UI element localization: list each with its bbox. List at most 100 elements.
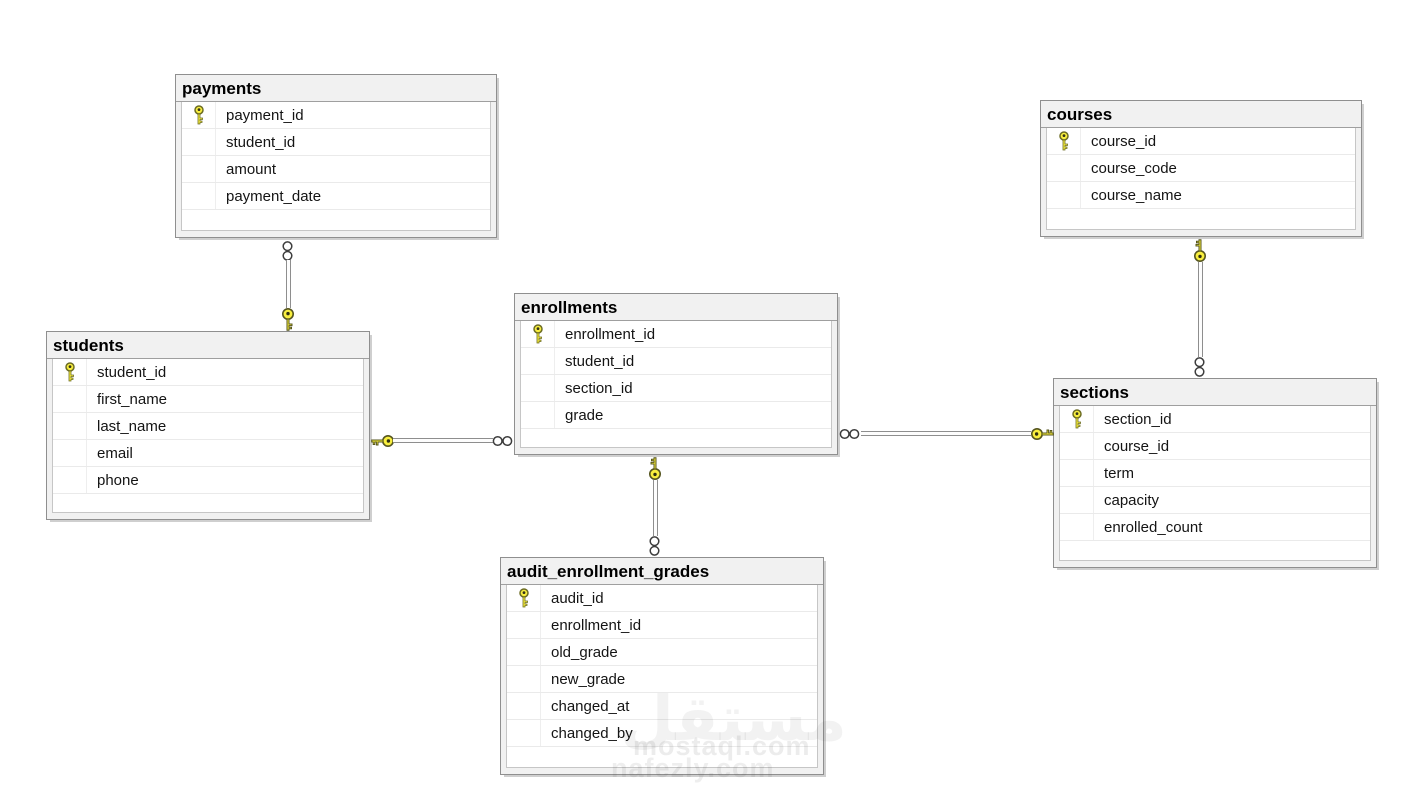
column-row[interactable]: audit_id <box>507 585 817 612</box>
column-row[interactable]: course_code <box>1047 155 1355 182</box>
key-cell <box>1060 514 1094 540</box>
column-name: course_id <box>1091 132 1157 150</box>
column-row[interactable]: capacity <box>1060 487 1370 514</box>
primary-key-icon <box>193 105 204 125</box>
rel-enrollments-sections-line[interactable] <box>861 431 1031 436</box>
column-row[interactable]: payment_id <box>182 102 490 129</box>
table-sections[interactable]: sections section_id course_id term capac… <box>1053 378 1377 568</box>
key-cell <box>521 375 555 401</box>
column-name: section_id <box>1104 410 1172 428</box>
key-cell <box>507 612 541 638</box>
column-row[interactable]: new_grade <box>507 666 817 693</box>
table-title: audit_enrollment_grades <box>501 558 823 585</box>
rel-courses-sections-line[interactable] <box>1198 262 1203 357</box>
column-row[interactable]: changed_at <box>507 693 817 720</box>
rel-enrollments-sections-key-icon <box>1031 427 1054 441</box>
column-row[interactable]: last_name <box>53 413 363 440</box>
rel-students-enrollments-many-infinity-icon <box>492 435 513 447</box>
key-cell <box>1060 487 1094 513</box>
table-payments[interactable]: payments payment_id student_id amount pa… <box>175 74 497 238</box>
column-row[interactable]: student_id <box>182 129 490 156</box>
key-cell <box>521 348 555 374</box>
column-row[interactable]: course_id <box>1060 433 1370 460</box>
column-name: email <box>97 444 133 462</box>
key-cell <box>1047 128 1081 154</box>
key-cell <box>182 129 216 155</box>
column-name: enrollment_id <box>565 325 656 343</box>
rel-courses-sections-many-infinity-icon <box>1194 357 1205 377</box>
column-name: payment_date <box>226 187 322 205</box>
key-cell <box>1060 433 1094 459</box>
table-title: courses <box>1041 101 1361 128</box>
rel-courses-sections-key-icon <box>1194 239 1206 263</box>
column-row[interactable]: phone <box>53 467 363 494</box>
rel-enrollments-audit-many-infinity-icon <box>649 536 660 556</box>
column-name: first_name <box>97 390 168 408</box>
key-cell <box>1047 182 1081 208</box>
column-name: last_name <box>97 417 167 435</box>
table-body: section_id course_id term capacity enrol… <box>1059 406 1371 561</box>
column-row[interactable]: payment_date <box>182 183 490 210</box>
table-students[interactable]: students student_id first_name last_name… <box>46 331 370 520</box>
table-body: enrollment_id student_id section_id grad… <box>520 321 832 448</box>
key-cell <box>53 440 87 466</box>
table-body: payment_id student_id amount payment_dat… <box>181 102 491 231</box>
column-name: phone <box>97 471 139 489</box>
column-name: course_code <box>1091 159 1177 177</box>
rel-payments-students-line[interactable] <box>286 260 291 308</box>
column-row[interactable]: course_name <box>1047 182 1355 209</box>
column-row[interactable]: first_name <box>53 386 363 413</box>
column-row[interactable]: course_id <box>1047 128 1355 155</box>
rel-students-enrollments-key-icon <box>371 434 395 448</box>
column-row[interactable]: section_id <box>1060 406 1370 433</box>
column-name: enrolled_count <box>1104 518 1203 536</box>
key-cell <box>507 639 541 665</box>
key-cell <box>507 585 541 611</box>
table-courses[interactable]: courses course_id course_code course_nam… <box>1040 100 1362 237</box>
key-cell <box>182 102 216 128</box>
rel-payments-students-many-infinity-icon <box>282 241 293 261</box>
column-row[interactable]: student_id <box>521 348 831 375</box>
primary-key-icon <box>1058 131 1069 151</box>
column-name: changed_at <box>551 697 630 715</box>
table-title: enrollments <box>515 294 837 321</box>
column-row[interactable]: old_grade <box>507 639 817 666</box>
key-cell <box>1060 406 1094 432</box>
key-cell <box>1060 460 1094 486</box>
column-row[interactable]: enrollment_id <box>521 321 831 348</box>
column-row[interactable]: email <box>53 440 363 467</box>
column-row[interactable]: amount <box>182 156 490 183</box>
key-cell <box>53 467 87 493</box>
rel-students-enrollments-line[interactable] <box>393 438 493 443</box>
primary-key-icon <box>518 588 529 608</box>
column-name: course_id <box>1104 437 1170 455</box>
primary-key-icon <box>1071 409 1082 429</box>
column-name: old_grade <box>551 643 618 661</box>
table-title: students <box>47 332 369 359</box>
key-cell <box>507 666 541 692</box>
column-row[interactable]: changed_by <box>507 720 817 747</box>
rel-enrollments-audit-key-icon <box>648 457 662 481</box>
key-cell <box>53 386 87 412</box>
key-cell <box>521 402 555 428</box>
rel-enrollments-audit-line[interactable] <box>653 480 658 536</box>
column-name: student_id <box>565 352 635 370</box>
key-cell <box>182 156 216 182</box>
column-row[interactable]: enrollment_id <box>507 612 817 639</box>
column-row[interactable]: term <box>1060 460 1370 487</box>
column-name: student_id <box>97 363 167 381</box>
table-audit-enrollment-grades[interactable]: audit_enrollment_grades audit_id enrollm… <box>500 557 824 775</box>
column-row[interactable]: grade <box>521 402 831 429</box>
column-name: enrollment_id <box>551 616 642 634</box>
column-row[interactable]: enrolled_count <box>1060 514 1370 541</box>
key-cell <box>53 413 87 439</box>
table-enrollments[interactable]: enrollments enrollment_id student_id sec… <box>514 293 838 455</box>
column-name: changed_by <box>551 724 633 742</box>
column-row[interactable]: student_id <box>53 359 363 386</box>
table-title: payments <box>176 75 496 102</box>
table-body: course_id course_code course_name <box>1046 128 1356 230</box>
table-title: sections <box>1054 379 1376 406</box>
column-row[interactable]: section_id <box>521 375 831 402</box>
primary-key-icon <box>532 324 543 344</box>
